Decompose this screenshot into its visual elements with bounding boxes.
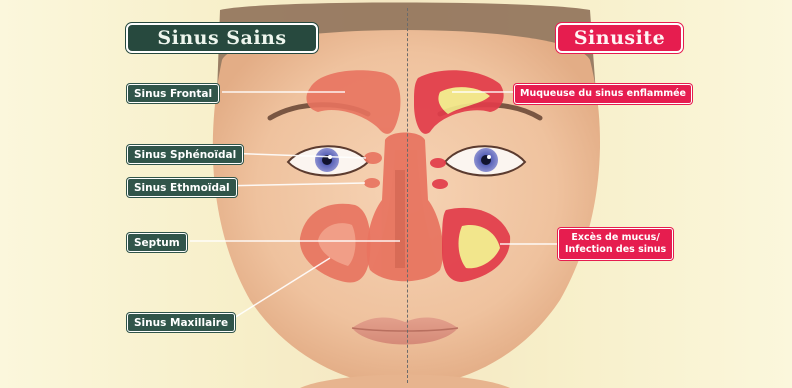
center-divider [407,8,408,383]
label-sphenoidal-sinus: Sinus Sphénoïdal [127,145,243,164]
label-frontal-sinus: Sinus Frontal [127,84,219,103]
label-excess-mucus-line1: Excès de mucus/ [565,232,666,244]
sinusitis-title: Sinusite [556,23,683,53]
label-maxillary-sinus: Sinus Maxillaire [127,313,235,332]
label-excess-mucus-line2: Infection des sinus [565,244,666,256]
label-excess-mucus: Excès de mucus/ Infection des sinus [558,228,673,260]
ethmoidal-sinus [364,178,380,188]
label-ethmoidal-sinus: Sinus Ethmoïdal [127,178,237,197]
label-septum: Septum [127,233,187,252]
label-inflamed-mucosa: Muqueuse du sinus enflammée [514,84,692,104]
sphenoidal-sinus [364,152,382,164]
healthy-title: Sinus Sains [126,23,318,53]
